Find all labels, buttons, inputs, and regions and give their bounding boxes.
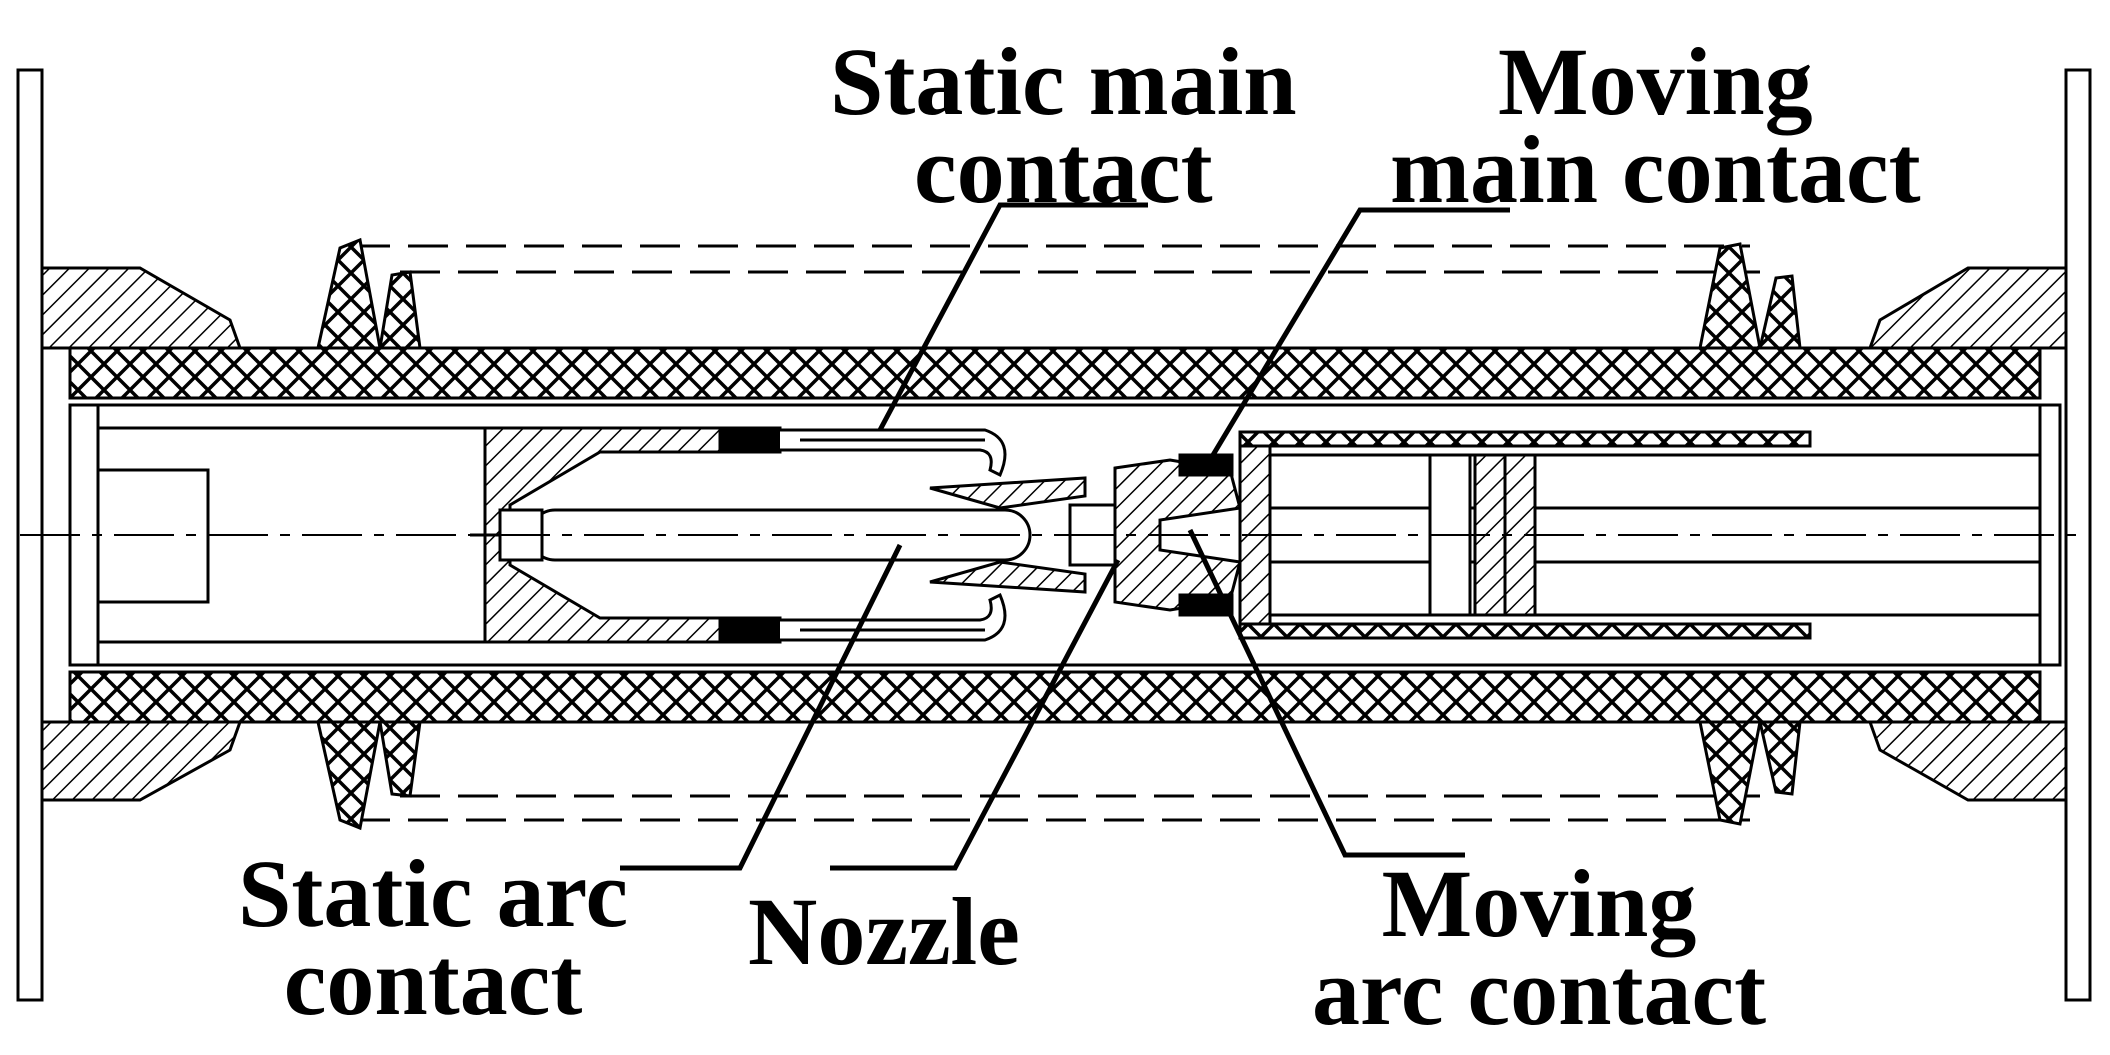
moving-piston-head [1238, 443, 1272, 632]
label-moving-arc-contact: Moving arc contact [1312, 850, 1767, 1045]
right-bottom-flange [1867, 720, 2068, 802]
static-main-contact-bottom [718, 616, 782, 644]
leader-moving-main [1207, 207, 1510, 462]
leader-lines [620, 202, 1510, 871]
leader-moving-arc [1187, 528, 1465, 858]
left-bottom-flange [40, 720, 243, 802]
shed-bottom-right-2 [1758, 720, 1802, 796]
shed-top-left [316, 237, 382, 350]
left-top-flange [40, 266, 243, 350]
shed-top-left-2 [378, 270, 422, 350]
label-static-arc-contact: Static arc contact [238, 840, 629, 1035]
leader-nozzle [830, 558, 1121, 871]
shed-outline-dashed [350, 244, 1760, 822]
leader-static-main [877, 202, 1148, 432]
leader-static-arc [620, 543, 903, 871]
shed-top-right-2 [1758, 274, 1802, 350]
label-nozzle: Nozzle [748, 878, 1020, 985]
shed-bottom-right [1698, 720, 1762, 826]
label-static-main-contact: Static main contact [830, 28, 1297, 223]
label-moving-main-contact: Moving main contact [1390, 28, 1921, 223]
nozzle-top [929, 476, 1087, 510]
right-top-flange [1867, 266, 2068, 350]
static-main-contact-top [718, 426, 782, 454]
shed-bottom-left [316, 720, 382, 831]
shed-bottom-left-2 [378, 720, 422, 798]
nozzle-bottom [929, 560, 1087, 594]
insulator-wall-top [68, 346, 2042, 400]
shed-top-right [1698, 242, 1762, 350]
moving-main-contact-tip-bottom [1178, 593, 1234, 617]
moving-main-contact-tip-top [1178, 453, 1234, 477]
